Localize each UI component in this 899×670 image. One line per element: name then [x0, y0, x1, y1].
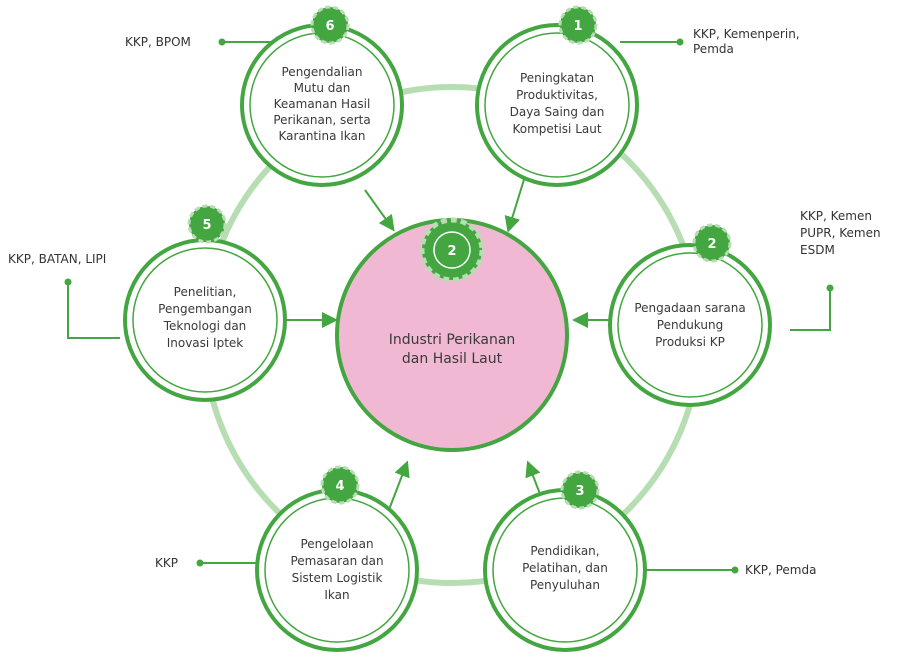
center-badge-gear: [419, 217, 485, 283]
agency-label-5: KKP, BATAN, LIPI: [8, 252, 106, 266]
connector-5: [67, 282, 120, 339]
node-badge: [187, 204, 227, 244]
agency-label-3: KKP, Pemda: [745, 563, 816, 577]
connector-dot-4: [196, 559, 204, 567]
node-badge-number: 6: [325, 19, 334, 34]
label-connectors: [64, 38, 834, 574]
node-inner-ring: [484, 32, 630, 178]
node-badge-number: 2: [707, 237, 716, 252]
node-badge: [558, 5, 598, 45]
connector-dot-5: [64, 278, 72, 286]
node-badge: [320, 465, 360, 505]
node-badge-number: 3: [575, 484, 584, 499]
node-circle: [255, 488, 419, 652]
node-circle: [608, 243, 772, 407]
connector-dot-2: [826, 284, 834, 292]
node-badge: [310, 5, 350, 45]
arrow-6: [364, 189, 395, 232]
connector-dot-6: [218, 38, 226, 46]
node-badge: [560, 470, 600, 510]
center-badge-inner: [433, 231, 471, 269]
agency-label-1: KKP, Kemenperin,Pemda: [693, 27, 800, 56]
connector-2: [790, 288, 831, 331]
node-inner-ring: [617, 252, 763, 398]
agency-label-4: KKP: [155, 556, 178, 570]
agency-label-6: KKP, BPOM: [125, 35, 191, 49]
connector-dot-1: [676, 38, 684, 46]
node-circle: [475, 23, 639, 187]
center-badge-number: 2: [447, 244, 456, 259]
node-badge-number: 1: [573, 19, 582, 34]
connector-dot-3: [731, 566, 739, 574]
node-badge: [692, 223, 732, 263]
node-badge-number: 5: [202, 218, 211, 233]
node-badge-number: 4: [335, 479, 344, 494]
node-inner-ring: [132, 247, 278, 393]
